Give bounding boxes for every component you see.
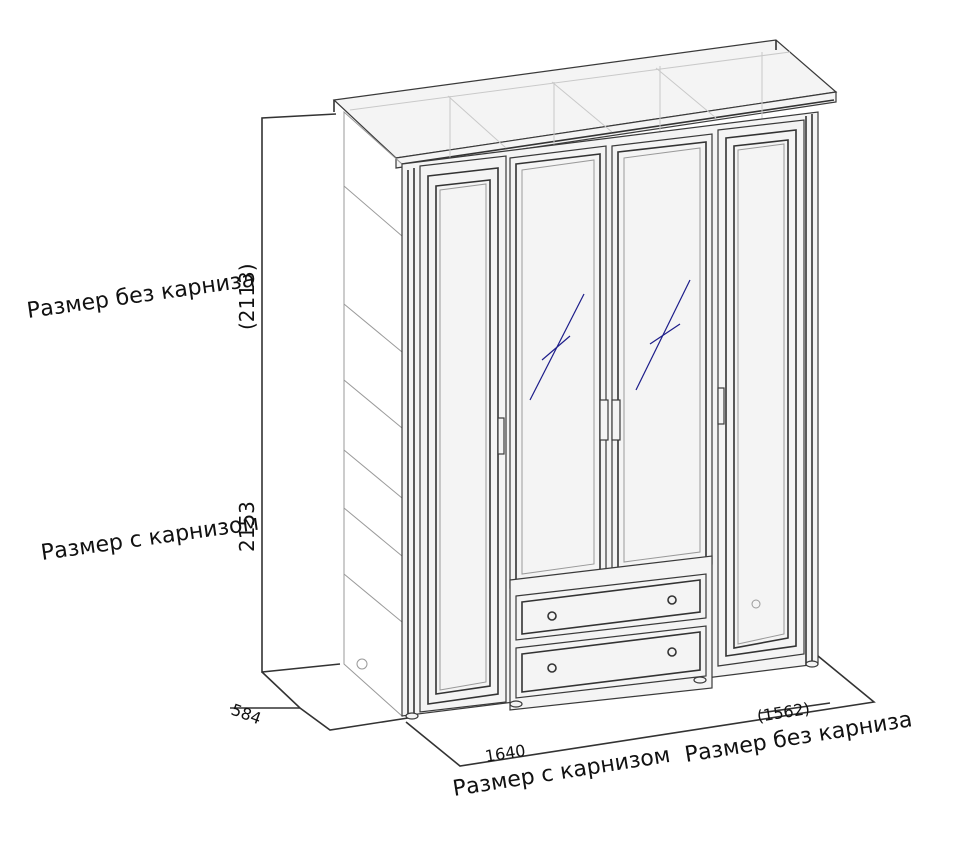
dimension-lines	[230, 113, 876, 767]
width-no-cornice-value: (1562)	[756, 699, 812, 726]
cornice	[332, 39, 838, 169]
height-with-cornice-label: Размер с карнизом	[39, 511, 260, 566]
upper-drawer-knob	[547, 611, 557, 621]
right-solid-door	[717, 119, 805, 667]
lower-drawer-knob	[547, 663, 557, 673]
height-no-cornice-label: Размер без карниза	[25, 267, 256, 324]
height-no-cornice-value: (2113)	[235, 263, 259, 330]
drawer-block	[509, 555, 713, 711]
lower-drawer[interactable]	[515, 625, 707, 699]
height-no-cornice-annotation: Размер без карниза (2113)	[25, 263, 259, 330]
upper-drawer[interactable]	[515, 573, 707, 641]
width-with-cornice-value: 1640	[484, 741, 527, 766]
height-with-cornice-annotation: Размер с карнизом 2153	[39, 501, 260, 566]
left-mirror-door	[509, 145, 609, 589]
feet	[405, 660, 819, 720]
height-with-cornice-value: 2153	[235, 501, 259, 552]
left-solid-door	[419, 155, 507, 713]
depth-value: 584	[229, 700, 264, 728]
right-mirror-door	[611, 133, 713, 577]
